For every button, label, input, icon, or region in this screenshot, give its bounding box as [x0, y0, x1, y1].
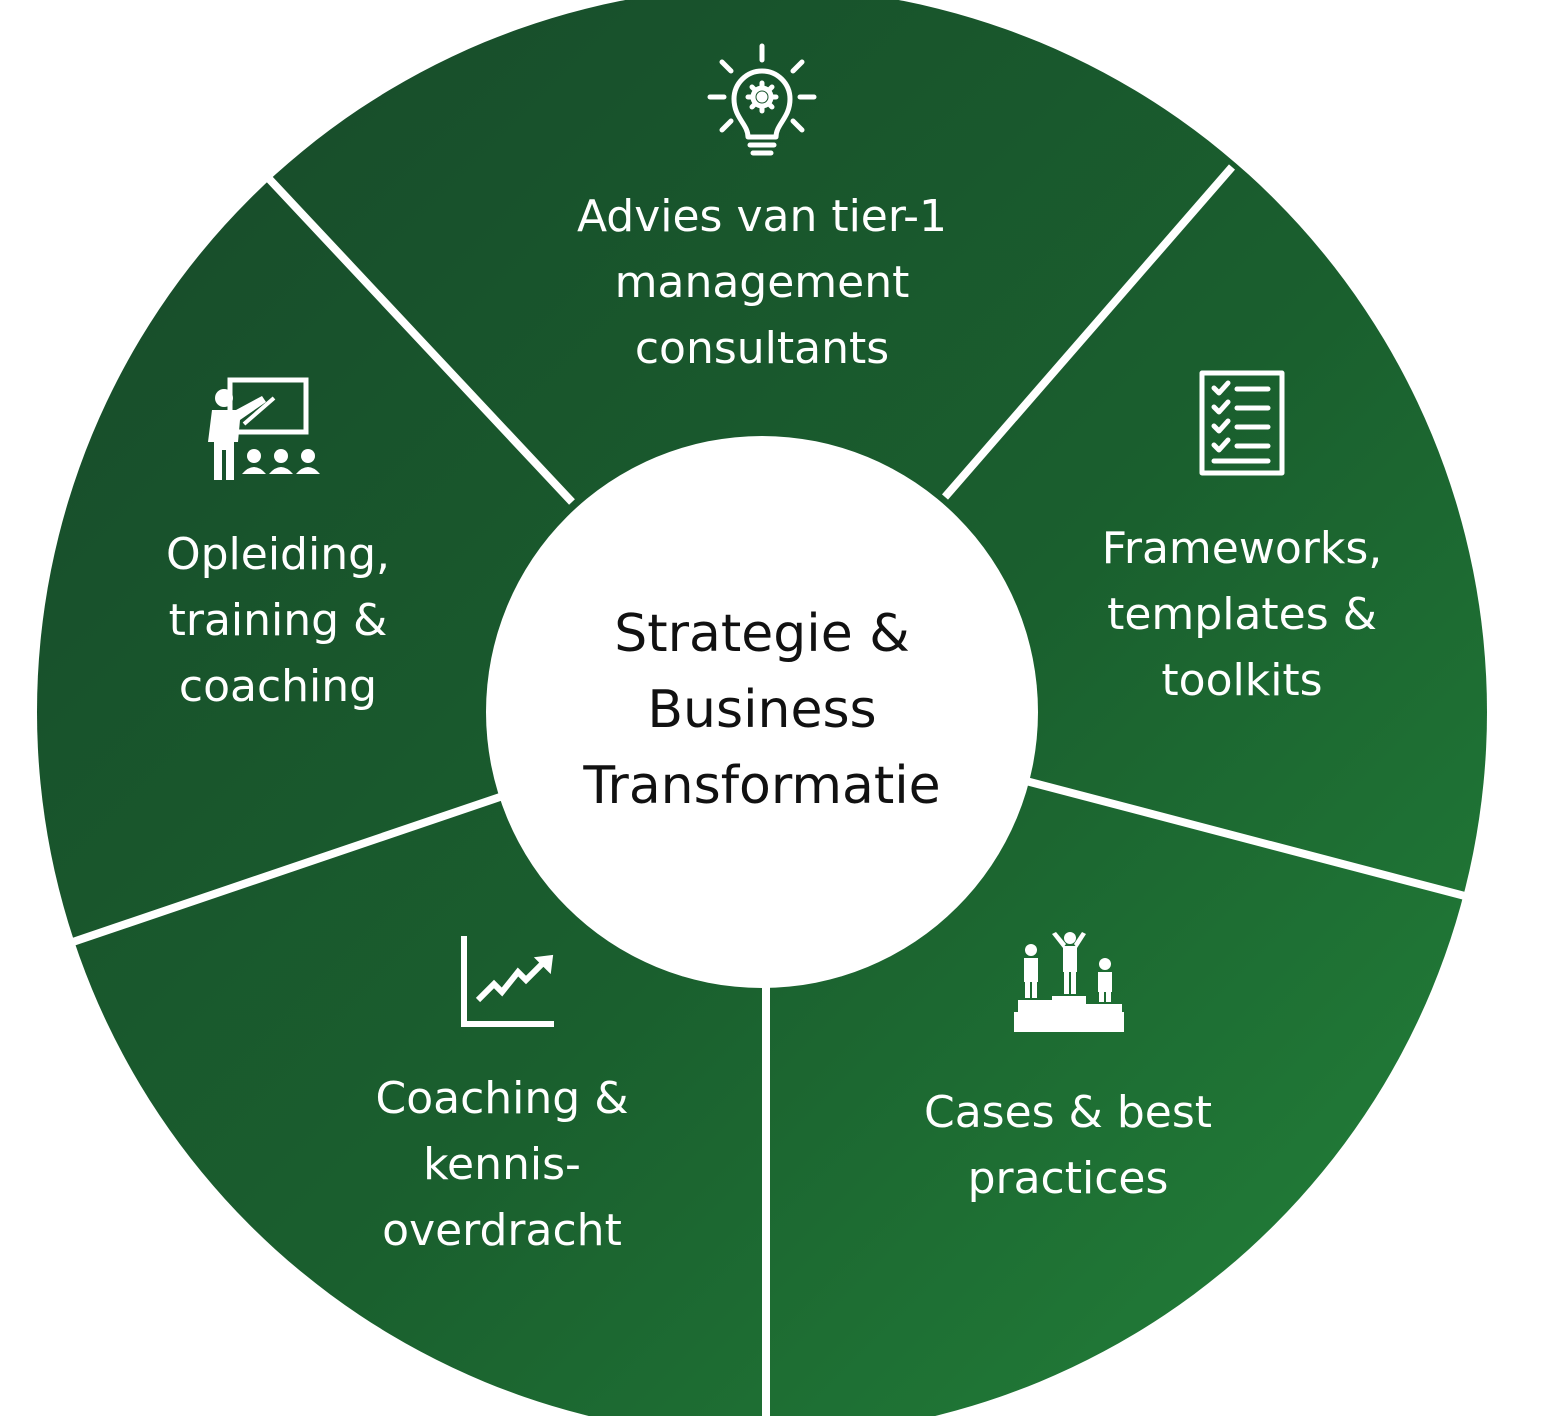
segment-dividers: [3, 164, 1547, 1416]
segment-label-frameworks-line-3: toolkits: [1161, 655, 1323, 706]
segment-label-opleiding: Opleiding, training & coaching: [118, 522, 438, 720]
divider-left: [3, 793, 502, 969]
checklist-icon: [1199, 370, 1285, 476]
center-title: Strategie & Business Transformatie: [562, 596, 962, 824]
segment-label-cases: Cases & best practices: [888, 1080, 1248, 1212]
segment-label-coaching-line-2: kennis-: [423, 1139, 581, 1190]
segment-label-cases-line-1: Cases & best: [923, 1087, 1213, 1138]
segment-label-frameworks-line-2: templates &: [1107, 589, 1377, 640]
segment-label-opleiding-line-2: training &: [168, 595, 388, 646]
center-title-line-3: Transformatie: [583, 756, 941, 816]
segment-label-frameworks: Frameworks, templates & toolkits: [1062, 516, 1422, 714]
segment-label-coaching-line-3: overdracht: [382, 1205, 622, 1256]
segment-label-advies-line-1: Advies van tier-1: [576, 191, 948, 242]
segment-label-advies-line-2: management: [614, 257, 910, 308]
podium-icon: [1014, 932, 1124, 1032]
segment-label-cases-line-2: practices: [967, 1153, 1169, 1204]
segment-label-opleiding-line-1: Opleiding,: [165, 529, 391, 580]
divider-top-right: [941, 164, 1236, 500]
divider-top-left: [255, 164, 575, 505]
segment-label-coaching: Coaching & kennis- overdracht: [332, 1066, 672, 1264]
center-title-line-2: Business: [647, 680, 877, 740]
segment-label-opleiding-line-3: coaching: [178, 661, 378, 712]
lightbulb-gear-icon: [707, 43, 817, 156]
rising-chart-icon: [461, 936, 554, 1027]
center-title-line-1: Strategie &: [614, 604, 910, 664]
center-circle: [486, 436, 1038, 988]
segment-label-coaching-line-1: Coaching &: [375, 1073, 629, 1124]
divider-right: [1024, 777, 1547, 921]
segment-label-frameworks-line-1: Frameworks,: [1101, 523, 1383, 574]
segment-label-advies-line-3: consultants: [634, 323, 890, 374]
segment-label-advies: Advies van tier-1 management consultants: [562, 184, 962, 382]
presentation-teacher-icon: [208, 377, 320, 480]
